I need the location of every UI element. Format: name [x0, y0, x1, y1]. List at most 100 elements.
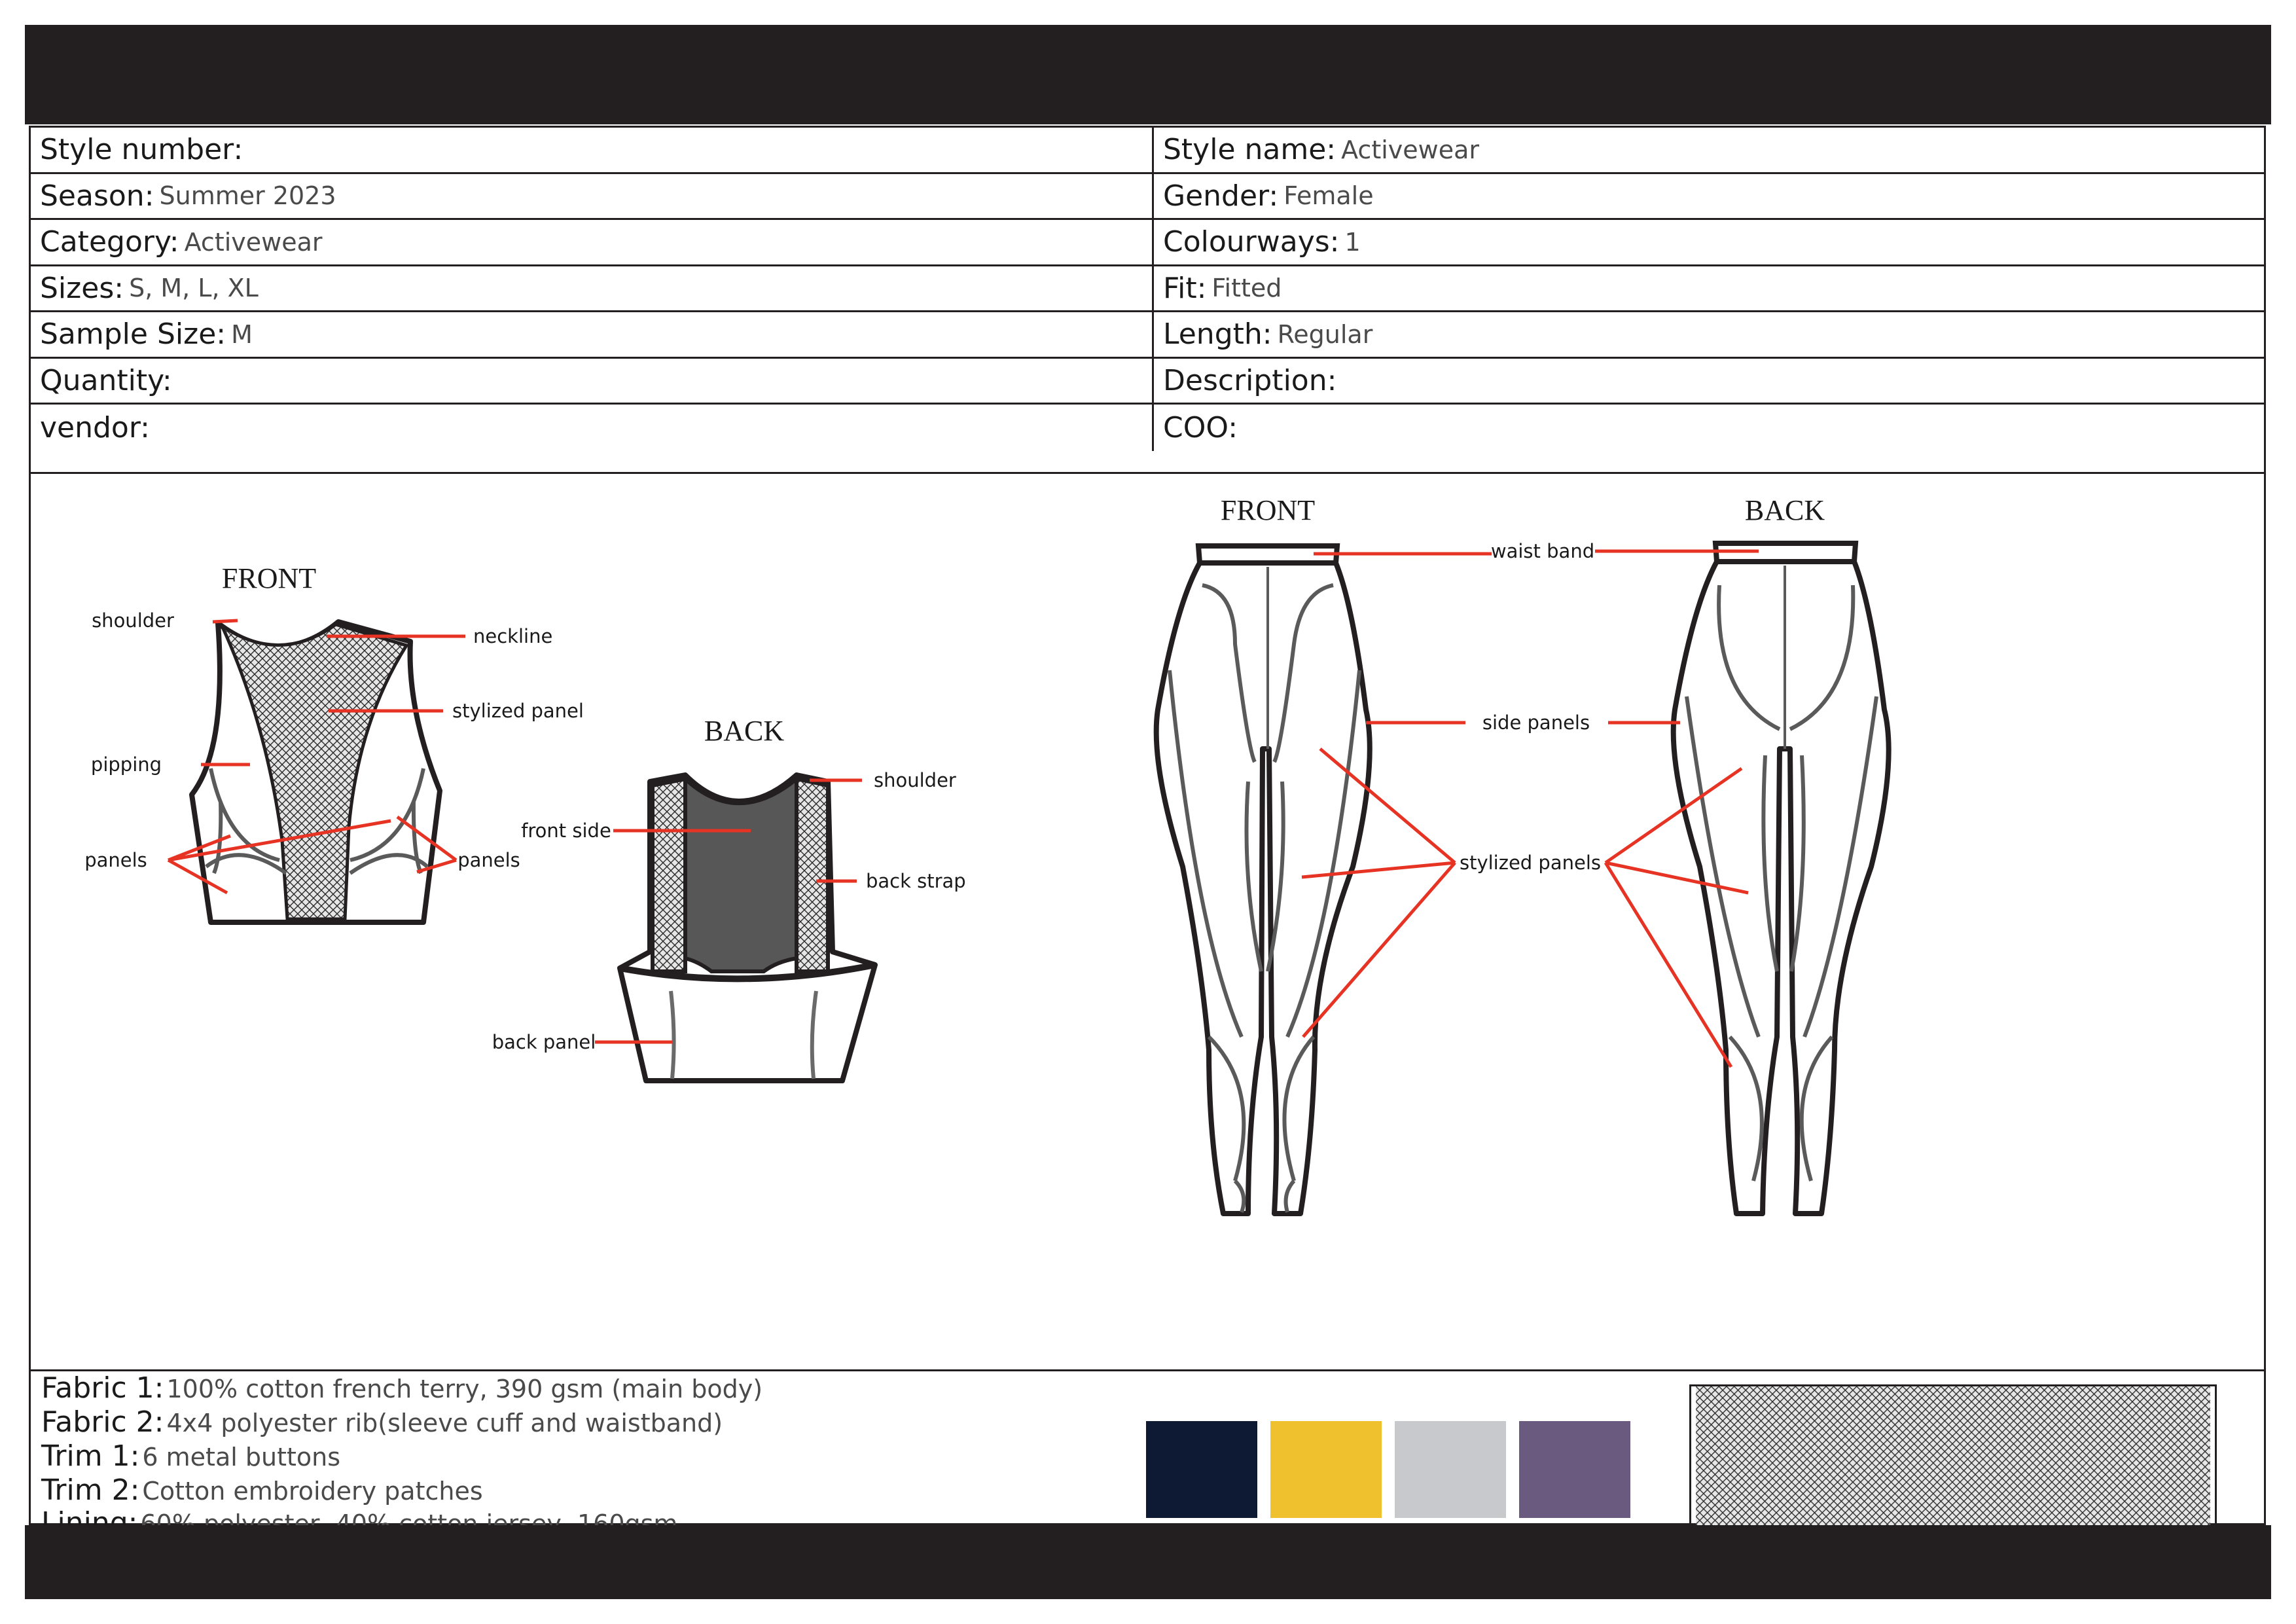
spec-row: Season:Summer 2023 Gender:Female	[31, 173, 2264, 220]
quantity-label: Quantity:	[40, 363, 172, 397]
top-front-mesh-panel	[217, 621, 409, 921]
trim-1-line: Trim 1:6 metal buttons	[41, 1439, 340, 1473]
spec-row: Sample Size:M Length:Regular	[31, 312, 2264, 359]
leggings-back-outline	[1670, 559, 1892, 1216]
fabric-2-value: 4x4 polyester rib(sleeve cuff and waistb…	[166, 1409, 723, 1437]
callout-front-side: front side	[521, 820, 611, 842]
category-value: Activewear	[184, 227, 323, 257]
callout-panels-right: panels	[457, 849, 520, 871]
flat-drawings-area: FRONT shoulder neckline stylized panel p…	[29, 474, 2266, 1369]
crosshatch-mesh-swatch-icon	[1689, 1384, 2217, 1540]
sample-size-label: Sample Size:	[40, 317, 226, 352]
top-back-left-strap	[651, 776, 687, 973]
materials-panel: Fabric 1:100% cotton french terry, 390 g…	[29, 1369, 2266, 1540]
top-back-panel-seams	[669, 990, 818, 1079]
top-back-front-side-panel	[683, 774, 798, 973]
trim-2-label: Trim 2:	[41, 1473, 140, 1507]
spec-table: Style number: Style name:Activewear Seas…	[29, 126, 2266, 474]
callout-stylized-panel: stylized panel	[452, 700, 584, 722]
sizes-value: S, M, L, XL	[129, 274, 259, 303]
top-front-title: FRONT	[222, 562, 316, 594]
callout-panels-left: panels	[84, 849, 147, 871]
top-front-left-panel-seam	[205, 768, 287, 875]
callout-back-panel: back panel	[492, 1031, 596, 1053]
leggings-back-title: BACK	[1745, 494, 1825, 526]
quantity-cell: Quantity:	[31, 358, 1154, 403]
colour-swatch-yellow	[1270, 1421, 1382, 1518]
fabric-1-value: 100% cotton french terry, 390 gsm (main …	[166, 1375, 763, 1403]
style-number-cell: Style number:	[31, 128, 1154, 172]
callout-shoulder-back: shoulder	[874, 769, 956, 791]
trim-2-line: Trim 2:Cotton embroidery patches	[41, 1473, 483, 1507]
trim-1-value: 6 metal buttons	[142, 1443, 340, 1471]
season-label: Season:	[40, 179, 154, 213]
fit-value: Fitted	[1211, 274, 1282, 303]
spec-row: Category:Activewear Colourways:1	[31, 220, 2264, 266]
colourways-value: 1	[1344, 227, 1361, 257]
leggings-front-panel-seams	[1168, 583, 1361, 1214]
leggings-front-drawing: FRONT	[1153, 494, 1372, 1216]
fit-label: Fit:	[1163, 271, 1207, 305]
spec-row: Sizes:S, M, L, XL Fit:Fitted	[31, 266, 2264, 312]
top-front-drawing: FRONT shoulder neckline stylized panel p…	[84, 562, 584, 925]
vendor-cell: vendor:	[31, 405, 1154, 451]
description-cell: Description:	[1154, 359, 2264, 403]
trim-2-value: Cotton embroidery patches	[142, 1477, 483, 1506]
vendor-label: vendor:	[40, 410, 150, 444]
top-back-right-strap	[795, 776, 830, 973]
colourways-cell: Colourways:1	[1154, 220, 2264, 264]
spec-row: vendor: COO:	[31, 405, 2264, 451]
colour-swatch-purple	[1519, 1421, 1630, 1518]
top-back-band	[619, 962, 876, 983]
description-label: Description:	[1163, 363, 1337, 397]
fit-cell: Fit:Fitted	[1154, 266, 2264, 311]
leggings-back-panel-seams	[1685, 585, 1878, 1182]
style-number-label: Style number:	[40, 133, 243, 167]
header-band	[25, 25, 2271, 124]
coo-label: COO:	[1163, 410, 1238, 444]
leggings-callouts: waist band side panels stylized panels	[1301, 540, 1759, 1068]
sample-size-cell: Sample Size:M	[31, 312, 1154, 357]
top-back-drawing: BACK shoulder front side back strap back…	[492, 715, 966, 1083]
top-back-title: BACK	[704, 715, 784, 747]
tech-pack-sheet: Style number: Style name:Activewear Seas…	[25, 25, 2271, 1599]
fabric-2-line: Fabric 2:4x4 polyester rib(sleeve cuff a…	[41, 1405, 723, 1439]
callout-stylized-panels: stylized panels	[1460, 852, 1601, 874]
sample-size-value: M	[231, 319, 253, 349]
category-cell: Category:Activewear	[31, 220, 1154, 264]
footer-band	[25, 1525, 2271, 1599]
spec-row: Style number: Style name:Activewear	[31, 128, 2264, 174]
callout-back-strap: back strap	[866, 870, 966, 892]
style-name-cell: Style name:Activewear	[1154, 128, 2264, 172]
gender-cell: Gender:Female	[1154, 174, 2264, 219]
callout-waist-band: waist band	[1491, 540, 1594, 562]
sizes-cell: Sizes:S, M, L, XL	[31, 266, 1154, 310]
callout-pipping: pipping	[91, 753, 162, 776]
colour-swatch-navy	[1146, 1421, 1257, 1518]
gender-label: Gender:	[1163, 179, 1279, 213]
fabric-2-label: Fabric 2:	[41, 1405, 164, 1439]
gender-value: Female	[1283, 181, 1374, 211]
fabric-1-line: Fabric 1:100% cotton french terry, 390 g…	[41, 1371, 762, 1405]
category-label: Category:	[40, 225, 179, 259]
leggings-front-outline	[1153, 560, 1372, 1216]
length-cell: Length:Regular	[1154, 312, 2264, 357]
leggings-front-title: FRONT	[1221, 494, 1315, 526]
spec-row: Quantity: Description:	[31, 358, 2264, 405]
fabric-1-label: Fabric 1:	[41, 1371, 164, 1405]
style-name-value: Activewear	[1341, 135, 1480, 164]
length-label: Length:	[1163, 317, 1272, 352]
season-cell: Season:Summer 2023	[31, 173, 1154, 218]
length-value: Regular	[1277, 319, 1373, 349]
style-name-label: Style name:	[1163, 133, 1336, 167]
colour-swatch-grey	[1395, 1421, 1506, 1518]
trim-1-label: Trim 1:	[41, 1439, 140, 1473]
coo-cell: COO:	[1154, 405, 2264, 451]
callout-side-panels: side panels	[1482, 712, 1590, 734]
leggings-back-drawing: BACK	[1670, 494, 1892, 1216]
callout-shoulder-front: shoulder	[92, 609, 174, 632]
flat-drawings-svg: FRONT shoulder neckline stylized panel p…	[84, 494, 1892, 1216]
sizes-label: Sizes:	[40, 271, 124, 305]
season-value: Summer 2023	[159, 181, 336, 211]
colourways-label: Colourways:	[1163, 225, 1340, 259]
